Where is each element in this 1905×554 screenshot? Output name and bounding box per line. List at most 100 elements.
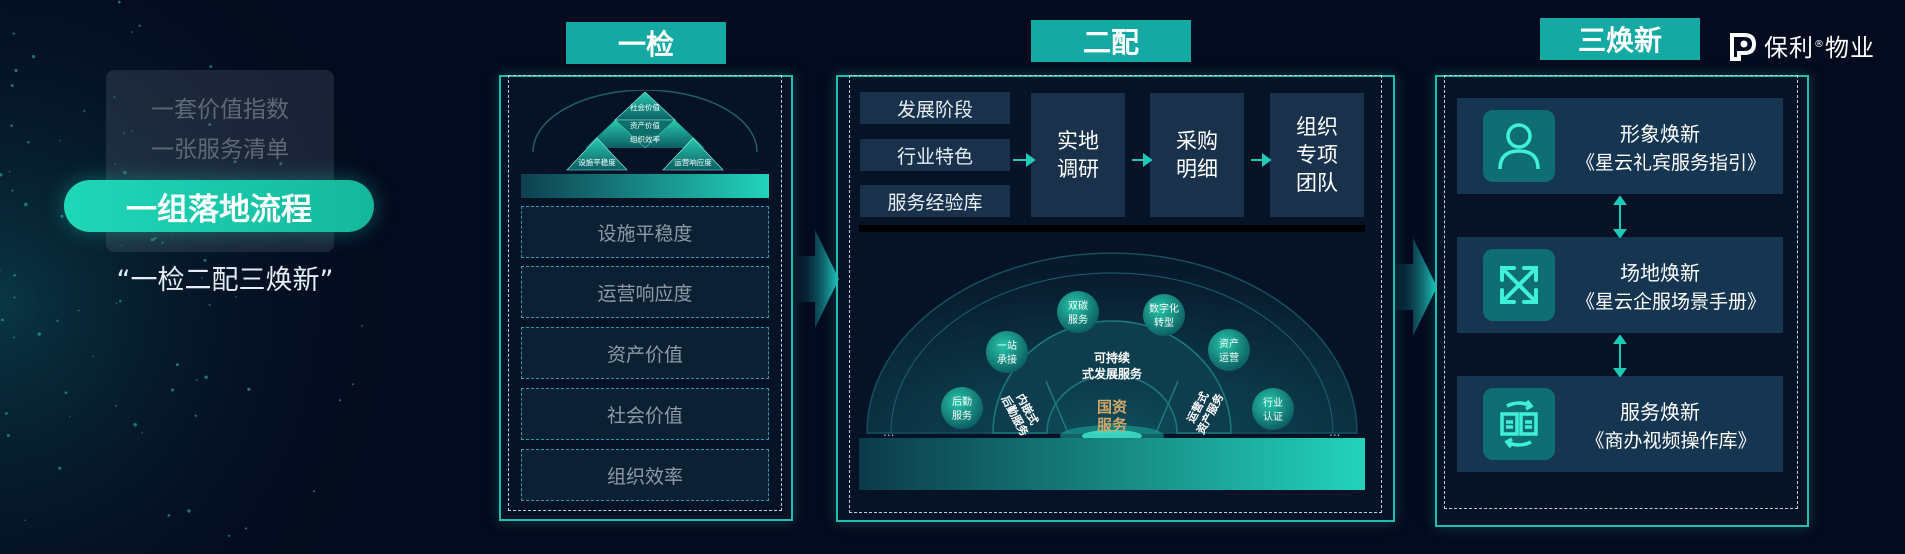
flow-arrow-2 xyxy=(1395,238,1437,336)
decor-dot xyxy=(115,302,118,304)
person-icon xyxy=(1483,110,1555,182)
decor-dot xyxy=(117,0,121,4)
decor-dot xyxy=(338,399,341,402)
decor-dot xyxy=(228,534,231,537)
bubble-label-4b: 转型 xyxy=(1154,316,1174,329)
decor-dot xyxy=(78,309,80,312)
decor-dot xyxy=(209,65,213,68)
decor-dot xyxy=(113,96,116,99)
decor-dot xyxy=(119,299,122,303)
decor-dot xyxy=(194,414,197,417)
bubble-label-1a: 后勤 xyxy=(952,395,972,408)
card-title-2: 场地焕新 xyxy=(1620,261,1700,285)
decor-dot xyxy=(58,139,61,142)
decor-dot xyxy=(312,490,316,493)
decor-dot xyxy=(31,55,36,59)
step-label-1: 实地调研 xyxy=(1057,129,1099,181)
decor-dot xyxy=(203,258,207,262)
decor-dot xyxy=(121,244,123,247)
section1-dashed-frame xyxy=(508,75,782,511)
section-title-1: 一检 xyxy=(566,22,726,64)
decor-dot xyxy=(60,214,64,218)
decor-dot xyxy=(5,412,8,415)
decor-dot xyxy=(64,391,68,395)
card-title-3: 服务焕新 xyxy=(1620,400,1700,424)
decor-dot xyxy=(12,32,15,35)
ellipsis-left: ... xyxy=(883,425,894,439)
bubble-label-1b: 服务 xyxy=(952,409,972,422)
slogan: “一检二配三焕新” xyxy=(116,265,334,296)
pyramid-label-5: 运营响应度 xyxy=(674,157,712,167)
decor-dot xyxy=(92,355,95,358)
decor-dot xyxy=(247,387,251,391)
section3-dashed-frame xyxy=(1444,75,1798,509)
renew-card-image: 形象焕新 《星云礼宾服务指引》 xyxy=(1457,98,1783,194)
section-title-2: 二配 xyxy=(1031,20,1191,62)
decor-dot xyxy=(131,31,134,33)
pyramid-label-4: 设施平稳度 xyxy=(578,157,616,167)
bubble-label-5a: 资产 xyxy=(1219,337,1239,350)
card-title-1: 形象焕新 xyxy=(1620,122,1700,146)
bubble-label-6a: 行业 xyxy=(1263,396,1283,409)
decor-dot xyxy=(10,124,14,127)
decor-dot xyxy=(201,276,203,279)
decor-dot xyxy=(195,379,198,381)
tag-development-stage: 发展阶段 xyxy=(860,92,1010,124)
decor-dot xyxy=(204,375,208,379)
step-label-3: 组织专项团队 xyxy=(1296,115,1338,195)
decor-dot xyxy=(161,241,164,244)
decor-dot xyxy=(123,170,127,175)
card-sub-1: 《星云礼宾服务指引》 xyxy=(1575,152,1766,174)
decor-dot xyxy=(0,173,3,177)
highlight-pill: 一组落地流程 xyxy=(64,180,374,232)
decor-dot xyxy=(24,519,26,522)
decor-dot xyxy=(11,189,14,192)
decor-dot xyxy=(56,319,59,322)
decor-dot xyxy=(37,332,41,336)
step-special-team: 组织专项团队 xyxy=(1270,93,1364,217)
value-pyramid: 社会价值 资产价值 组织效率 设施平稳度 运营响应度 xyxy=(521,89,769,200)
decor-dot xyxy=(69,415,71,418)
core-label-a: 国资 xyxy=(1097,398,1127,416)
tag-industry-feature: 行业特色 xyxy=(860,139,1010,171)
decor-dot xyxy=(234,295,237,298)
pyramid-label-3: 组织效率 xyxy=(630,134,660,144)
bubble-label-2a: 一站 xyxy=(997,339,1017,352)
decor-dot xyxy=(131,130,133,132)
bubble-label-4a: 数字化 xyxy=(1149,302,1179,315)
renew-card-venue: 场地焕新 《星云企服场景手册》 xyxy=(1457,237,1783,333)
decor-dot xyxy=(351,383,354,386)
decor-dot xyxy=(279,162,283,166)
decor-dot xyxy=(83,109,86,112)
bubble-label-5b: 运营 xyxy=(1219,351,1239,364)
connector-arrow-2 xyxy=(1613,335,1627,377)
poly-logo-icon xyxy=(1730,32,1757,61)
decor-dot xyxy=(233,160,237,164)
decor-dot xyxy=(10,84,14,88)
metric-box-1: 设施平稳度 xyxy=(521,206,769,258)
step-purchase-detail: 采购明细 xyxy=(1150,93,1244,217)
logo-registered-mark: ® xyxy=(1814,39,1825,50)
decor-dot xyxy=(6,434,10,437)
refresh-screen-icon xyxy=(1483,388,1555,460)
ellipsis-right: ... xyxy=(1329,425,1340,439)
summary-line-1: 一套价值指数 xyxy=(151,97,289,123)
decor-dot xyxy=(8,170,11,173)
ring-label-top-a: 可持续 xyxy=(1094,350,1130,365)
step-label-2: 采购明细 xyxy=(1176,129,1218,181)
decor-dot xyxy=(13,296,16,299)
decor-dot xyxy=(58,466,62,470)
logo-suffix: 物业 xyxy=(1825,34,1875,62)
decor-dot xyxy=(361,324,363,327)
bubble-label-3a: 双碳 xyxy=(1068,299,1088,312)
bubble-label-2b: 承接 xyxy=(997,353,1017,366)
card-sub-2: 《星云企服场景手册》 xyxy=(1575,291,1766,313)
decor-dot xyxy=(167,514,171,517)
bubble-label-6b: 认证 xyxy=(1263,410,1283,423)
decor-dot xyxy=(27,141,30,144)
decor-dot xyxy=(14,68,18,73)
metric-box-2: 运营响应度 xyxy=(521,266,769,318)
background-decoration xyxy=(0,0,520,554)
section2-dashed-frame xyxy=(849,75,1382,513)
step-field-research: 实地调研 xyxy=(1031,93,1125,217)
